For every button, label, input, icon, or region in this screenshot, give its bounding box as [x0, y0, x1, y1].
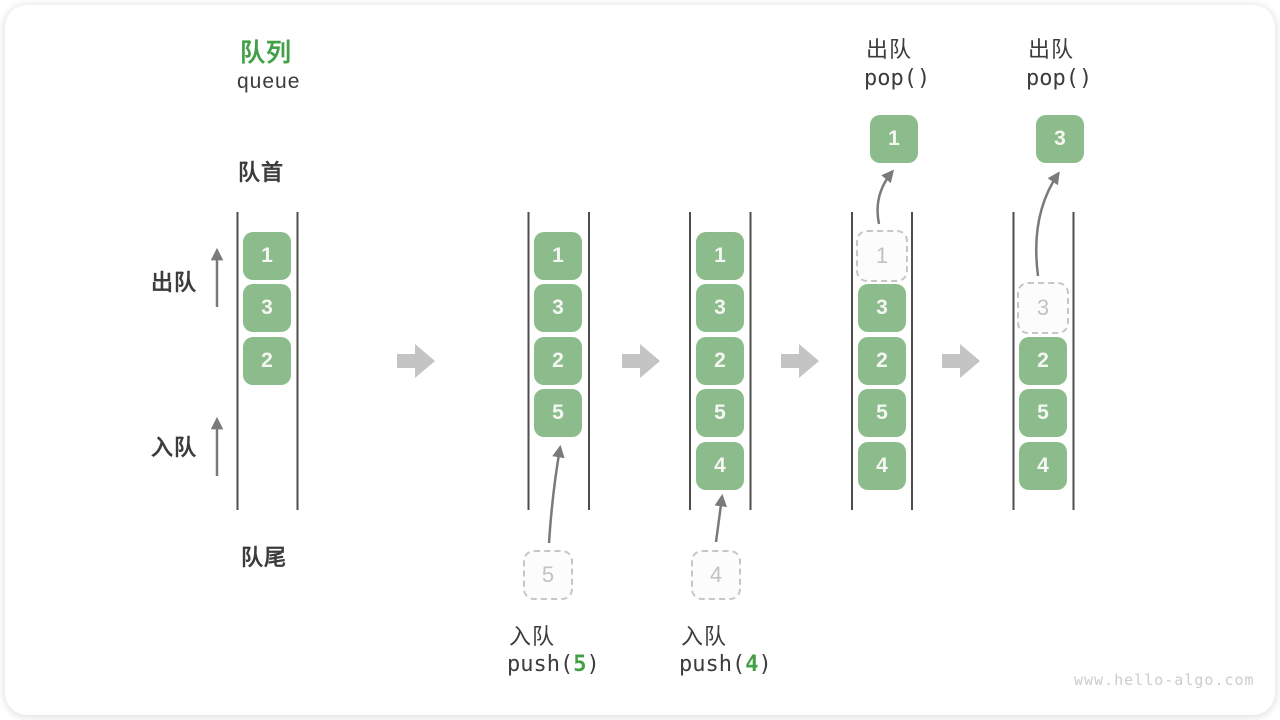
queue-cell: 3	[243, 284, 291, 332]
queue-cell: 3	[858, 284, 906, 332]
queue-cell: 2	[696, 337, 744, 385]
dequeue-op-call: pop()	[864, 66, 931, 91]
page-subtitle: queue	[237, 70, 301, 93]
queue-cell: 2	[1019, 337, 1067, 385]
enqueue-side-label: 入队	[151, 435, 198, 460]
ghost-dequeued-cell: 3	[1017, 282, 1069, 334]
enqueue-op-call: push(4)	[679, 652, 772, 677]
queue-cell: 5	[858, 389, 906, 437]
watermark: www.hello-algo.com	[1074, 671, 1255, 689]
queue-cell: 5	[696, 389, 744, 437]
queue-cell: 4	[858, 442, 906, 490]
diagram-card	[5, 5, 1275, 715]
queue-cell: 1	[243, 232, 291, 280]
dequeue-op-label: 出队	[866, 37, 913, 62]
popped-cell: 1	[870, 115, 918, 163]
queue-front-label: 队首	[238, 160, 285, 185]
queue-cell: 2	[858, 337, 906, 385]
queue-cell: 4	[696, 442, 744, 490]
queue-cell: 2	[243, 337, 291, 385]
queue-cell: 2	[534, 337, 582, 385]
queue-cell: 3	[534, 284, 582, 332]
op-call-prefix: push(	[679, 652, 746, 677]
enqueue-op-label: 入队	[681, 624, 728, 649]
queue-cell: 1	[696, 232, 744, 280]
queue-cell: 4	[1019, 442, 1067, 490]
dequeue-op-label: 出队	[1028, 37, 1075, 62]
dequeue-op-call: pop()	[1026, 66, 1093, 91]
op-call-prefix: push(	[507, 652, 574, 677]
dequeue-side-label: 出队	[151, 270, 198, 295]
op-call-suffix: )	[758, 652, 772, 677]
popped-cell: 3	[1036, 115, 1084, 163]
enqueue-op-label: 入队	[509, 624, 556, 649]
queue-cell: 1	[534, 232, 582, 280]
ghost-dequeued-cell: 1	[856, 230, 908, 282]
queue-rear-label: 队尾	[241, 545, 288, 570]
op-call-arg: 4	[745, 652, 759, 677]
queue-cell: 5	[534, 389, 582, 437]
queue-cell: 3	[696, 284, 744, 332]
pending-enqueue-cell: 4	[691, 550, 741, 600]
enqueue-op-call: push(5)	[507, 652, 600, 677]
pending-enqueue-cell: 5	[523, 550, 573, 600]
queue-cell: 5	[1019, 389, 1067, 437]
op-call-arg: 5	[573, 652, 587, 677]
op-call-suffix: )	[586, 652, 600, 677]
page-title: 队列	[240, 39, 293, 67]
